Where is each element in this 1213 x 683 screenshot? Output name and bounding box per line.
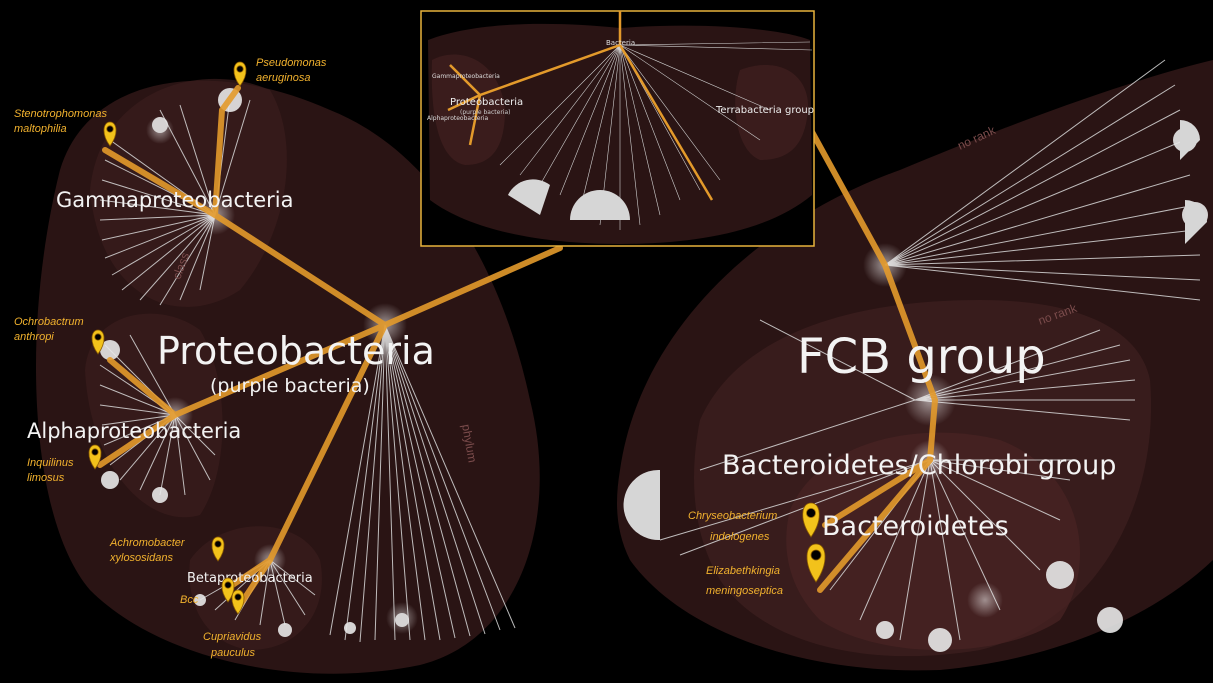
inset-label-alpha: Alphaproteobacteria [427,115,489,122]
species-eliz-line1: Elizabethkingia [706,565,780,577]
clade-label-gammaproteobacteria: Gammaproteobacteria [56,188,294,212]
species-pseudomonas-line2: aeruginosa [256,72,310,84]
clade-label-betaproteobacteria: Betaproteobacteria [187,571,313,586]
species-pseudomonas-line1: Pseudomonas [256,57,327,69]
clade-label-fcb-group: FCB group [797,329,1046,385]
species-steno-line1: Stenotrophomonas [14,108,107,120]
inset-label-proteo: Proteobacteria [450,97,523,108]
species-chryseo-line2: indologenes [710,531,770,543]
clade-label-purple-bacteria: (purple bacteria) [210,375,370,397]
species-achro-line1: Achromobacter [109,537,186,549]
clade-label-proteobacteria: Proteobacteria [157,329,435,373]
species-eliz-line2: meningoseptica [706,585,783,597]
species-achro-line2: xylososidans [109,552,173,564]
inset-label-gamma: Gammaproteobacteria [432,73,500,80]
overview-inset: Bacteria Gammaproteobacteria Proteobacte… [421,11,814,246]
inset-label-terra: Terrabacteria group [715,105,814,116]
species-ochro-line1: Ochrobactrum [14,316,84,328]
clade-label-bacteroidetes-chlorobi: Bacteroidetes/Chlorobi group [722,450,1116,481]
species-inqui-line1: Inquilinus [27,457,74,469]
species-cupri-line2: pauculus [210,647,256,659]
species-inqui-line2: limosus [27,472,65,484]
clade-label-alphaproteobacteria: Alphaproteobacteria [27,419,241,443]
species-steno-line2: maltophilia [14,123,67,135]
species-ochro-line2: anthropi [14,331,54,343]
clade-label-bacteroidetes: Bacteroidetes [822,511,1009,542]
species-bcc: Bcc [180,594,199,606]
species-chryseo-line1: Chryseobacterium [688,510,777,522]
species-cupri-line1: Cupriavidus [203,631,262,643]
inset-label-bacteria: Bacteria [606,39,635,47]
